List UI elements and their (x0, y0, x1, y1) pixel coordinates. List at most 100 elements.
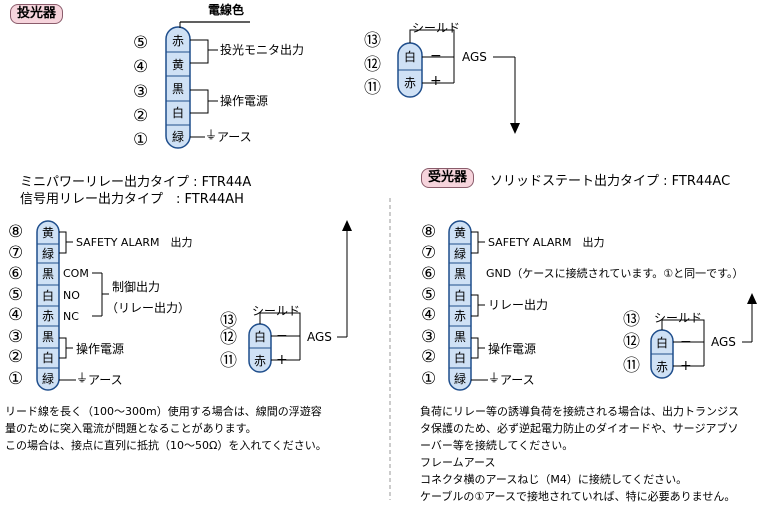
relay-left-pin-com: COM (63, 267, 89, 280)
receiver-minus-sign: − (680, 334, 692, 350)
earth-icon: ⏚ (76, 371, 89, 385)
earth-icon: ⏚ (488, 371, 501, 385)
receiver-num-2: ② (421, 347, 437, 367)
receiver-shield-wire-white: 白 (656, 336, 669, 350)
receiver-tag: 受光器 (421, 168, 475, 189)
receiver-shield-num-12: ⑫ (623, 332, 640, 352)
emitter-num-4: ④ (133, 57, 149, 77)
relay-left-title-2: 信号用リレー出力タイプ : FTR44AH (20, 192, 244, 207)
relay-left-num-1: ① (8, 369, 24, 389)
relay-left-ags-label: AGS (307, 330, 332, 344)
emitter-shield-num-11: ⑪ (364, 78, 381, 98)
relay-left-num-4: ④ (8, 305, 24, 325)
receiver-num-3: ③ (421, 327, 437, 347)
emitter-shield-num-13: ⑬ (364, 31, 381, 51)
relay-left-power-label: 操作電源 (76, 342, 125, 356)
relay-left-pin-no: NO (63, 289, 80, 302)
earth-icon: ⏚ (205, 128, 218, 142)
receiver-note-line: ーバー等を接続してください。 (420, 439, 574, 452)
receiver-shield-label: シールド (654, 311, 703, 325)
relay-left-num-5: ⑤ (8, 285, 24, 305)
emitter-earth-label: アース (217, 130, 252, 144)
receiver-shield-num-11: ⑪ (623, 356, 640, 376)
receiver-note-line: フレームアース (420, 456, 496, 469)
relay-left-relay-paren-label: （リレー出力） (106, 301, 191, 315)
emitter-output-label: 投光モニタ出力 (220, 43, 305, 57)
emitter-num-3: ③ (133, 82, 149, 102)
emitter-num-2: ② (133, 106, 149, 126)
emitter-wire-red: 赤 (172, 34, 185, 48)
receiver-num-1: ① (421, 369, 437, 389)
relay-left-wire-green: 緑 (42, 247, 55, 261)
receiver-wire-green: 緑 (454, 247, 467, 261)
relay-left-num-8: ⑧ (8, 222, 24, 242)
emitter-tag: 投光器 (10, 4, 64, 25)
receiver-relay-label: リレー出力 (488, 298, 549, 312)
relay-left-num-6: ⑥ (8, 264, 24, 284)
relay-left-earth-label: アース (88, 373, 123, 387)
emitter-minus-sign: − (430, 48, 442, 64)
relay-left-wire-yellow: 黄 (42, 226, 55, 240)
relay-left-wire-green-2: 緑 (42, 372, 55, 386)
receiver-wire-green-2: 緑 (454, 372, 467, 386)
emitter-num-1: ① (133, 130, 149, 150)
relay-left-title-1: ミニパワーリレー出力タイプ : FTR44A (20, 175, 252, 190)
relay-left-shield-wire-white: 白 (254, 330, 267, 344)
receiver-gnd-label: GND（ケースに接続されています。①と同一です。） (486, 267, 744, 280)
receiver-note-line: コネクタ横のアースねじ（M4）に接続してください。 (420, 473, 688, 486)
receiver-power-label: 操作電源 (488, 342, 537, 356)
relay-left-safety-label: SAFETY ALARM 出力 (76, 236, 193, 249)
emitter-plus-sign: + (430, 73, 442, 89)
emitter-num-5: ⑤ (133, 33, 149, 53)
emitter-wire-black: 黒 (172, 82, 185, 96)
relay-left-note-line: この場合は、接点に直列に抵抗（10〜50Ω）を入れてください。 (5, 439, 327, 452)
receiver-earth-label: アース (500, 373, 535, 387)
emitter-shield-wire-white: 白 (404, 50, 417, 64)
relay-left-num-2: ② (8, 347, 24, 367)
relay-left-wire-black-2: 黒 (42, 330, 55, 344)
emitter-wire-green: 緑 (172, 130, 185, 144)
emitter-wire-white: 白 (172, 106, 185, 120)
receiver-num-4: ④ (421, 305, 437, 325)
receiver-plus-sign: + (680, 358, 692, 374)
relay-left-wire-red: 赤 (42, 309, 55, 323)
receiver-num-6: ⑥ (421, 264, 437, 284)
receiver-wire-black-2: 黒 (454, 330, 467, 344)
receiver-wire-red: 赤 (454, 309, 467, 323)
wire-color-header: 電線色 (208, 3, 245, 17)
emitter-shield-num-12: ⑫ (364, 55, 381, 75)
receiver-num-8: ⑧ (421, 222, 437, 242)
receiver-wire-yellow: 黄 (454, 226, 467, 240)
relay-left-minus-sign: − (276, 328, 288, 344)
emitter-pill (165, 26, 191, 149)
receiver-wire-white: 白 (454, 289, 467, 303)
emitter-shield-label: シールド (412, 21, 461, 35)
receiver-title: ソリッドステート出力タイプ : FTR44AC (490, 174, 731, 189)
relay-left-shield-num-11: ⑪ (220, 351, 237, 371)
relay-left-note-line: 量のために突入電流が問題となることがあります。 (5, 422, 257, 435)
receiver-note: 負荷にリレー等の誘導負荷を接続される場合は、出力トランジス タ保護のため、必ず逆… (420, 403, 739, 505)
receiver-wire-white-2: 白 (454, 351, 467, 365)
receiver-note-line: タ保護のため、必ず逆起電力防止のダイオードや、サージアブソ (420, 422, 739, 435)
relay-left-pin-nc: NC (63, 310, 79, 323)
relay-left-wire-white: 白 (42, 289, 55, 303)
relay-left-control-label: 制御出力 (112, 280, 161, 294)
relay-left-shield-num-13: ⑬ (220, 311, 237, 331)
relay-left-note-line: リード線を長く（100〜300m）使用する場合は、線間の浮遊容 (5, 405, 322, 418)
receiver-shield-num-13: ⑬ (623, 310, 640, 330)
relay-left-wire-white-2: 白 (42, 351, 55, 365)
relay-left-num-7: ⑦ (8, 243, 24, 263)
receiver-note-line: 負荷にリレー等の誘導負荷を接続される場合は、出力トランジス (420, 405, 739, 418)
relay-left-wire-black: 黒 (42, 267, 55, 281)
receiver-num-7: ⑦ (421, 243, 437, 263)
emitter-power-label: 操作電源 (220, 94, 269, 108)
receiver-safety-label: SAFETY ALARM 出力 (488, 236, 605, 249)
relay-left-shield-label: シールド (252, 304, 301, 318)
receiver-note-line: ケーブルの①アースで接地されていれば、特に必要ありません。 (420, 490, 736, 503)
receiver-num-5: ⑤ (421, 285, 437, 305)
relay-left-shield-num-12: ⑫ (220, 328, 237, 348)
receiver-ags-label: AGS (711, 335, 736, 349)
receiver-shield-wire-red: 赤 (656, 360, 669, 374)
